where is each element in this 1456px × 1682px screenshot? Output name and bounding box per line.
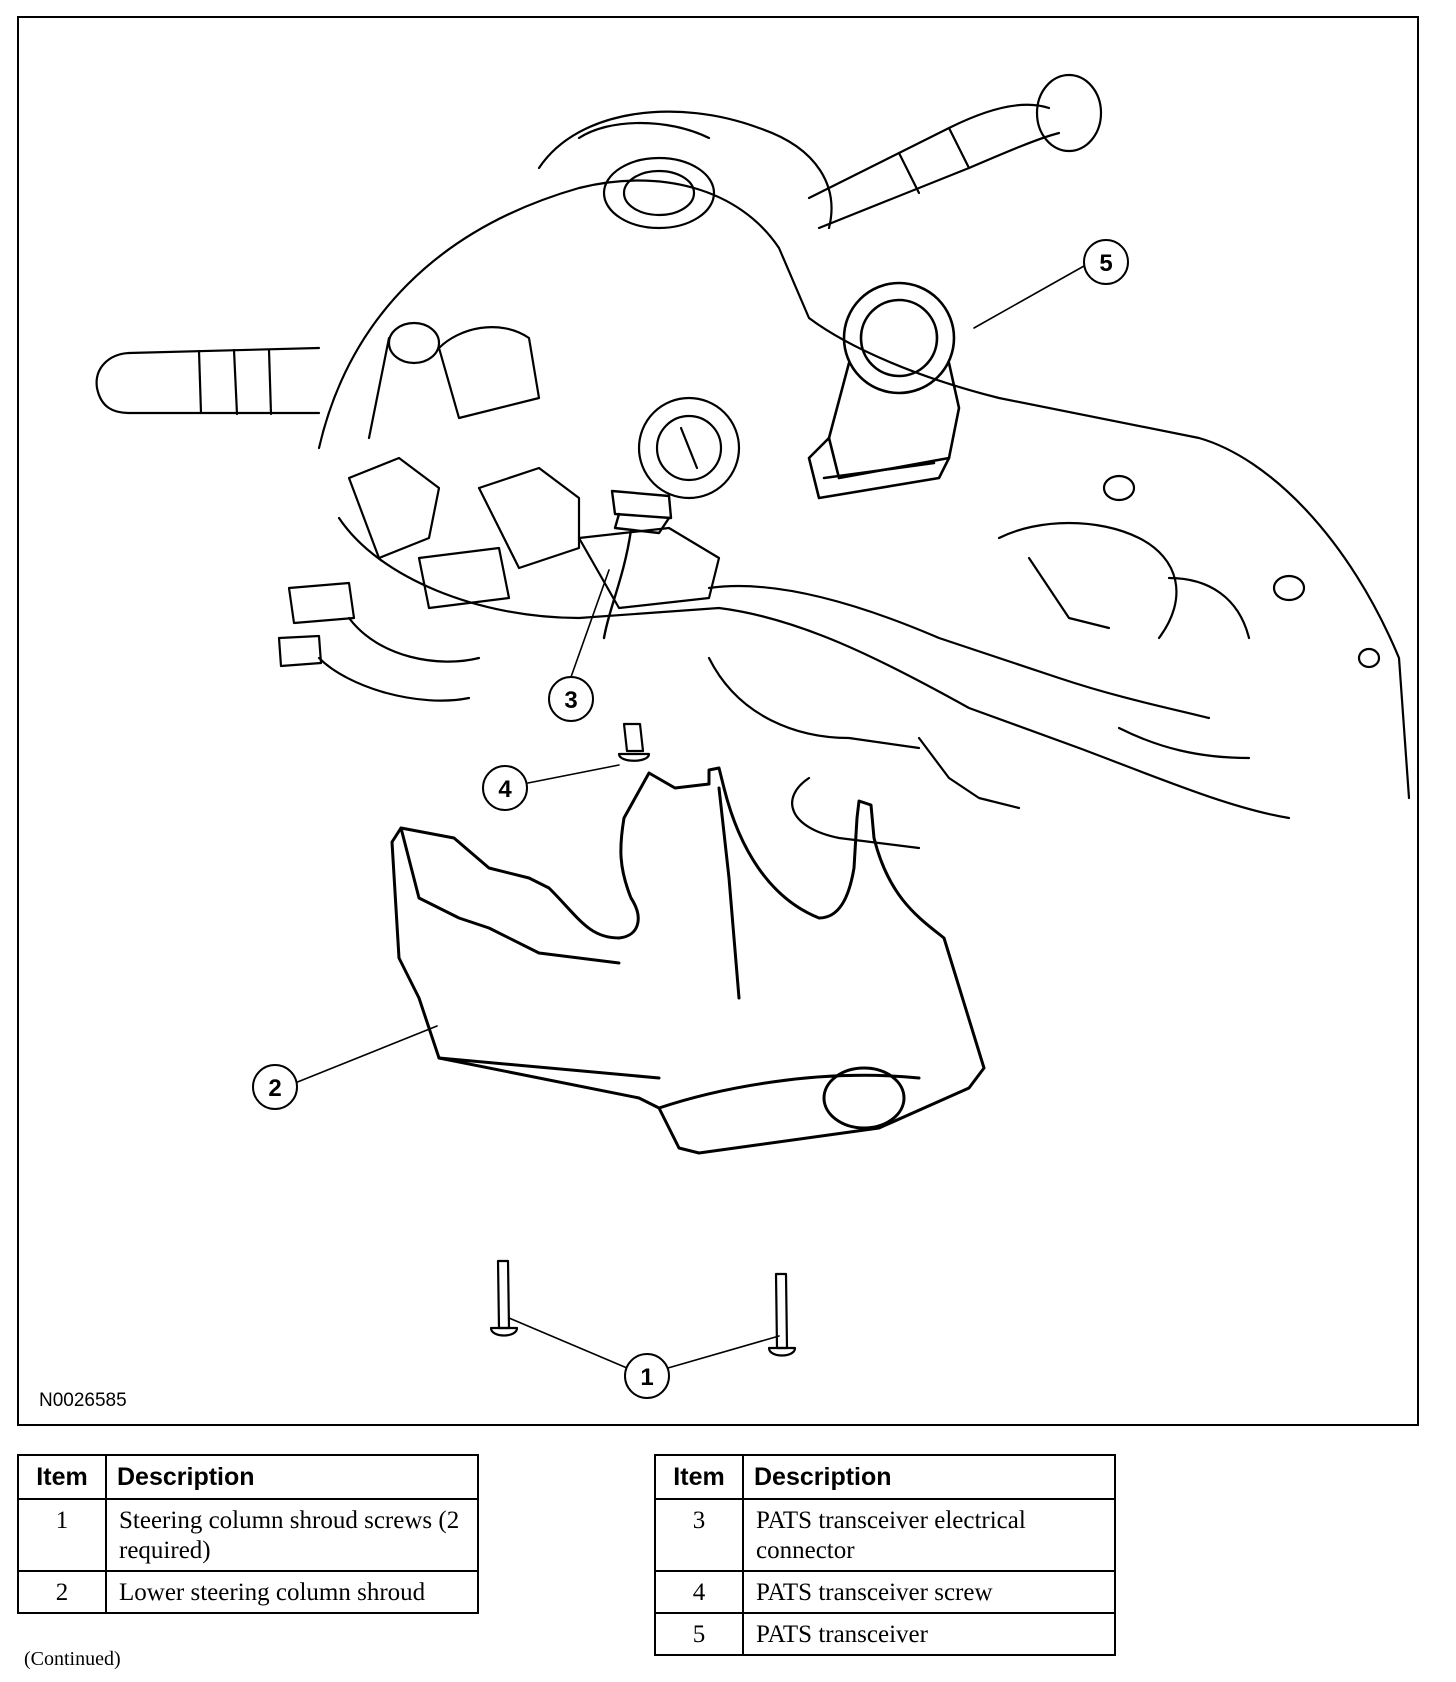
legend-row: 3 PATS transceiver electrical connector <box>654 1498 1116 1572</box>
legend-row: 1 Steering column shroud screws (2 requi… <box>17 1498 479 1572</box>
pats-screw <box>617 722 651 762</box>
item-column-header: Item <box>654 1454 744 1500</box>
callout-1: 1 <box>624 1353 670 1399</box>
pats-transceiver <box>807 281 961 500</box>
svg-text:1: 1 <box>640 1364 653 1391</box>
legend-item-description: Lower steering column shroud <box>105 1570 479 1614</box>
svg-text:5: 5 <box>1099 250 1112 277</box>
legend-item-number: 3 <box>654 1498 744 1572</box>
svg-text:2: 2 <box>268 1075 281 1102</box>
continued-note: (Continued) <box>24 1648 121 1670</box>
item-column-header: Item <box>17 1454 107 1500</box>
legend-item-description: PATS transceiver <box>742 1612 1116 1656</box>
shroud-screws <box>489 1259 797 1357</box>
legend-item-description: PATS transceiver electrical connector <box>742 1498 1116 1572</box>
legend-item-description: PATS transceiver screw <box>742 1570 1116 1614</box>
legend-row: 5 PATS transceiver <box>654 1612 1116 1656</box>
callout-5: 5 <box>1083 239 1129 285</box>
svg-text:3: 3 <box>564 687 577 714</box>
legend-item-number: 2 <box>17 1570 107 1614</box>
callout-4: 4 <box>482 765 528 811</box>
legend-header-row: Item Description <box>17 1454 479 1500</box>
lower-shroud <box>390 766 986 1155</box>
callout-3: 3 <box>548 676 594 722</box>
legend-table-left: Item Description 1 Steering column shrou… <box>17 1454 479 1614</box>
svg-text:4: 4 <box>498 776 512 803</box>
legend-item-number: 4 <box>654 1570 744 1614</box>
steering-column-assembly <box>95 73 1411 850</box>
legend-item-number: 5 <box>654 1612 744 1656</box>
description-column-header: Description <box>105 1454 479 1500</box>
figure-id: N0026585 <box>39 1390 127 1411</box>
legend-item-description: Steering column shroud screws (2 require… <box>105 1498 479 1572</box>
callout-2: 2 <box>252 1064 298 1110</box>
exploded-view-illustration: 1 2 3 4 5 N0026585 <box>17 16 1419 1426</box>
pats-connector <box>602 489 673 640</box>
legend-table-right: Item Description 3 PATS transceiver elec… <box>654 1454 1116 1656</box>
legend-row: 2 Lower steering column shroud <box>17 1570 479 1614</box>
legend-item-number: 1 <box>17 1498 107 1572</box>
legend-header-row: Item Description <box>654 1454 1116 1500</box>
legend-row: 4 PATS transceiver screw <box>654 1570 1116 1614</box>
description-column-header: Description <box>742 1454 1116 1500</box>
leader-lines <box>294 265 1085 1369</box>
